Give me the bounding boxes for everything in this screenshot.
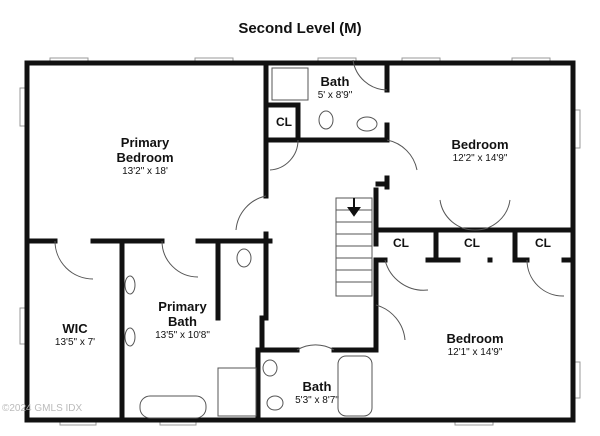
closet-label-right: CL	[535, 236, 551, 250]
room-primary-bath: Primary Bath 13'5" x 10'8"	[155, 299, 210, 341]
room-bedroom-upper: Bedroom 12'2" x 14'9"	[451, 137, 509, 164]
room-bedroom-lower: Bedroom 12'1" x 14'9"	[446, 331, 504, 358]
room-wic: WIC 13'5" x 7'	[54, 321, 96, 348]
copyright-watermark: ©2024 GMLS IDX	[2, 403, 83, 414]
closet-label-left: CL	[393, 236, 409, 250]
walls	[24, 60, 576, 423]
stair-arrow-icon	[347, 198, 361, 217]
fixtures	[54, 59, 565, 419]
closet-label-center: CL	[464, 236, 480, 250]
room-bath-upper: Bath 5' x 8'9"	[317, 74, 353, 101]
room-bath-lower: Bath 5'3" x 8'7"	[295, 379, 339, 406]
page-title: Second Level (M)	[238, 20, 362, 37]
room-primary-bedroom: Primary Bedroom 13'2" x 18'	[116, 135, 174, 177]
closet-label-bath: CL	[276, 115, 292, 129]
